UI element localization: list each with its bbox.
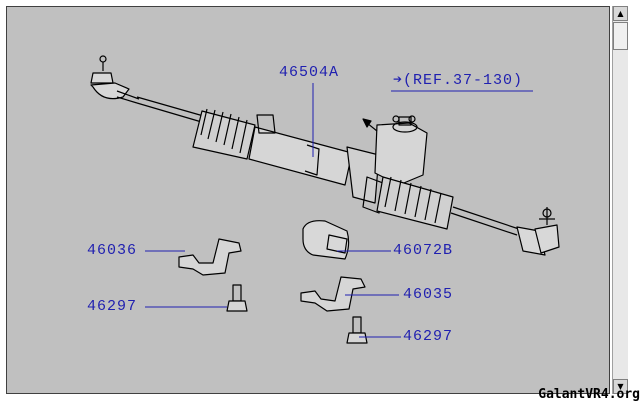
callout-46297-right: 46297 bbox=[403, 328, 454, 345]
diagram-panel: 46504A ➔(REF.37-130) 46036 46297 46072B … bbox=[6, 6, 610, 394]
bolt-right-part bbox=[346, 316, 368, 344]
tie-rod-end-right bbox=[516, 207, 560, 256]
callout-46035: 46035 bbox=[403, 286, 454, 303]
bracket-46036-part bbox=[178, 238, 242, 276]
vertical-scrollbar[interactable]: ▲ ▼ bbox=[612, 6, 628, 394]
tie-rod-end-left bbox=[90, 55, 140, 104]
tie-rod-right bbox=[450, 206, 520, 236]
callout-46072B: 46072B bbox=[393, 242, 454, 259]
bushing-part bbox=[302, 220, 350, 260]
scrollbar-thumb[interactable] bbox=[613, 22, 628, 50]
down-arrow-icon[interactable]: ▼ bbox=[613, 379, 628, 394]
up-arrow-icon[interactable]: ▲ bbox=[613, 6, 628, 21]
steering-rack-drawing bbox=[90, 55, 560, 344]
rack-housing bbox=[248, 114, 353, 186]
callout-reference[interactable]: ➔(REF.37-130) bbox=[393, 72, 524, 89]
gear-housing bbox=[346, 115, 428, 214]
bellows-right bbox=[376, 176, 454, 230]
callout-46036: 46036 bbox=[87, 242, 138, 259]
callout-46504A: 46504A bbox=[279, 64, 340, 81]
site-watermark: GalantVR4.org bbox=[538, 387, 640, 402]
bolt-left-part bbox=[226, 284, 248, 312]
bellows-left bbox=[192, 108, 256, 160]
tie-rod-left bbox=[136, 96, 208, 124]
bracket-46035-part bbox=[300, 276, 366, 312]
direction-arrow bbox=[362, 118, 378, 132]
callout-46297-left: 46297 bbox=[87, 298, 138, 315]
